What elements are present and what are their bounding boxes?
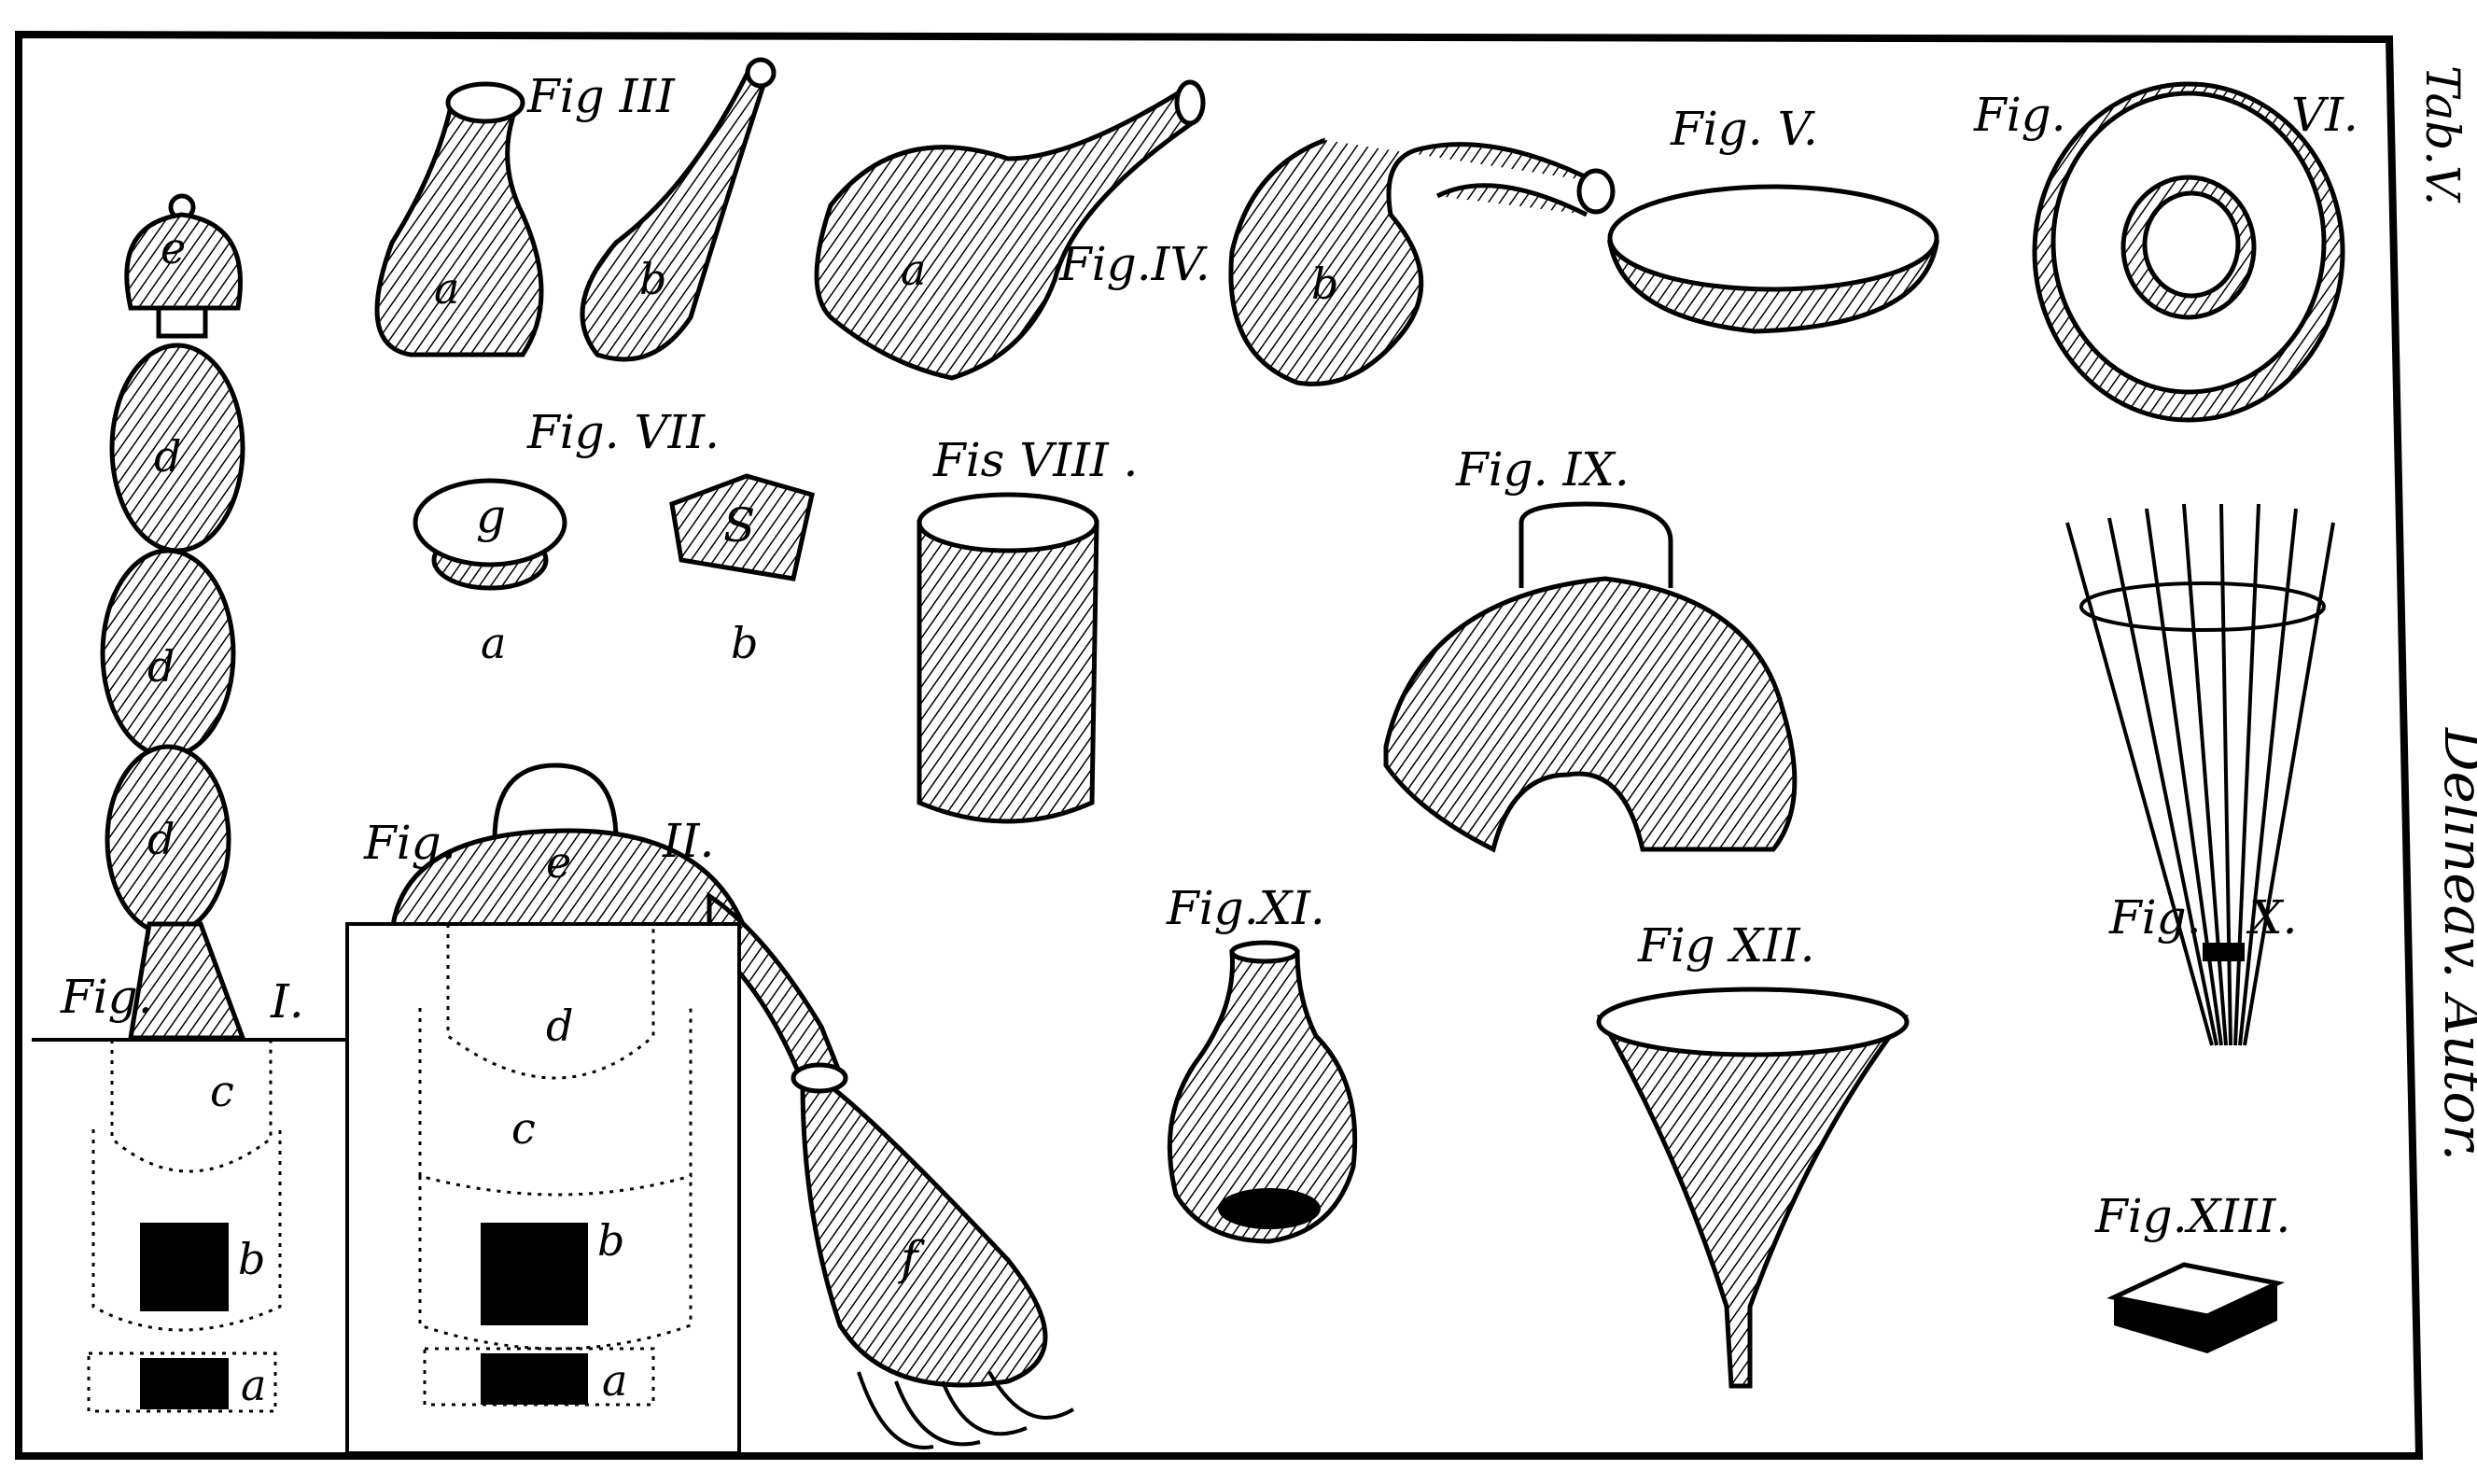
fig6-number: VI. [2291,88,2358,142]
figure-1-aludel-column [32,193,349,1453]
fig2-label: Fig. [363,816,456,870]
fig3-label: Fig III [526,69,676,123]
fig2-number: II. [662,814,714,868]
figure-5-bowl [1606,184,1939,334]
fig3-letter-a: a [434,263,459,314]
fig4-letter-b: b [1311,259,1338,309]
figure-6-ring [2032,81,2345,423]
fig3-letter-b: b [639,254,666,304]
fig7-letter-b: b [731,618,758,668]
figure-8-cylinder [917,492,1099,824]
figure-11-flask [1167,940,1358,1244]
fig1-label: Fig. [60,970,153,1024]
plate-border [15,30,2424,1460]
figure-3-vessels [374,57,777,362]
table-label: Tab.V. [2415,65,2470,205]
fig4-label: Fig.IV. [1058,237,1211,291]
fig1-number: I. [270,974,304,1029]
fig11-label: Fig.XI. [1166,881,1325,935]
fig10-label: Fig. [2108,890,2202,945]
figure-13-brick [2106,1262,2285,1353]
fig1-letter-d2: d [147,641,175,692]
fig7-letter-s: S [723,498,755,553]
fig1-letter-a: a [241,1360,266,1410]
fig1-letter-d1: d [154,431,181,482]
fig1-letter-c: c [210,1066,234,1116]
fig6-label: Fig. [1973,88,2066,142]
fig7-letter-a: a [481,618,506,668]
figure-4-retorts [814,79,1616,386]
fig4-letter-a: a [901,245,926,295]
fig13-label: Fig.XIII. [2094,1189,2290,1243]
fig2-letter-e: e [546,837,571,888]
fig7-label: Fig. VII. [526,405,720,459]
figure-10-whisk [2065,503,2335,1046]
figure-7-lids [413,473,815,591]
fig9-label: Fig. IX. [1455,442,1630,497]
fig1-letter-d3: d [147,814,175,864]
figure-2-alembic-furnace [345,763,1075,1455]
fig2-letter-a: a [602,1355,627,1406]
fig5-label: Fig. V. [1670,102,1818,156]
fig12-label: Fig XII. [1637,918,1815,973]
fig2-letter-d: d [546,1001,573,1051]
fig2-letter-b: b [597,1215,624,1266]
fig1-letter-b: b [238,1234,265,1284]
figure-9-pot [1383,501,1798,853]
fig10-number: X. [2246,890,2298,945]
figure-12-funnel [1596,987,1910,1389]
credit-text: Delineav. Autor. [2432,727,2477,1161]
fig8-label: Fis VIII . [932,433,1138,487]
fig2-letter-c: c [511,1103,536,1154]
fig7-letter-g: g [476,489,506,543]
fig1-letter-e: e [161,223,186,273]
